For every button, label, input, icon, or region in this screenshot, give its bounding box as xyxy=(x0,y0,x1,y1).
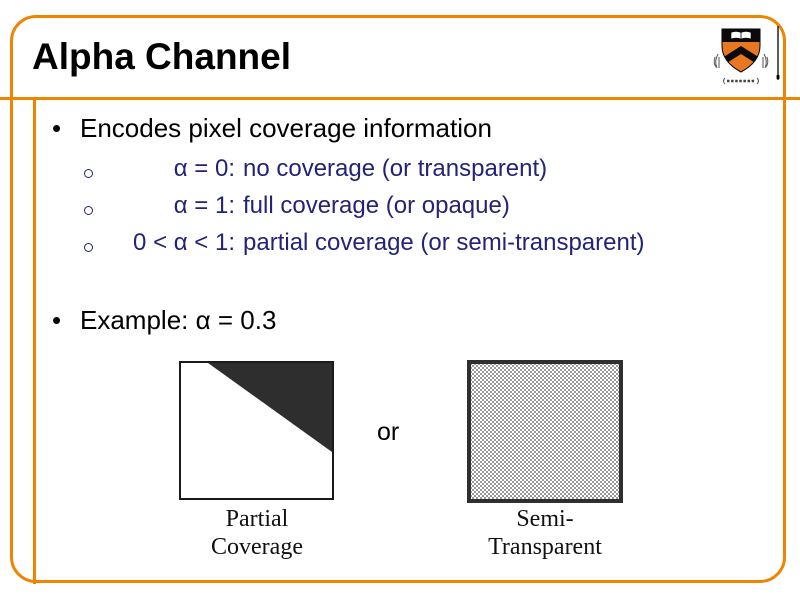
bullet-example: • Example: α = 0.3 xyxy=(52,305,277,336)
circle-bullet-icon xyxy=(84,243,93,252)
sub-bullet-alpha-0: α = 0: no coverage (or transparent) xyxy=(0,155,760,192)
circle-bullet-icon xyxy=(84,206,93,215)
coverage-triangle xyxy=(208,363,332,452)
bullet-encodes-text: Encodes pixel coverage information xyxy=(80,113,492,143)
sub-bullet-list: α = 0: no coverage (or transparent) α = … xyxy=(0,155,760,266)
or-label: or xyxy=(377,418,400,446)
slide-border xyxy=(10,15,786,583)
princeton-shield-icon xyxy=(706,22,784,88)
sub-bullet-alpha-partial: 0 < α < 1: partial coverage (or semi-tra… xyxy=(0,229,760,266)
alpha-partial-label: 0 < α < 1: xyxy=(133,229,235,256)
content-left-rule xyxy=(33,99,36,584)
caption-line: Transparent xyxy=(488,534,602,560)
sub-bullet-alpha-1: α = 1: full coverage (or opaque) xyxy=(0,192,760,229)
caption-line: Partial xyxy=(225,506,289,532)
alpha-1-label: α = 1: xyxy=(173,192,235,219)
bullet-dot: • xyxy=(52,305,62,335)
alpha-0-desc: no coverage (or transparent) xyxy=(243,155,548,182)
alpha-1-desc: full coverage (or opaque) xyxy=(243,192,510,219)
semi-transparent-caption: Semi- Transparent xyxy=(465,505,625,561)
partial-coverage-caption: Partial Coverage xyxy=(177,505,337,561)
alpha-0-label: α = 0: xyxy=(173,155,235,182)
caption-line: Semi- xyxy=(516,506,574,532)
alpha-partial-desc: partial coverage (or semi-transparent) xyxy=(243,229,645,256)
bullet-example-text: Example: α = 0.3 xyxy=(80,305,277,335)
slide-title: Alpha Channel xyxy=(32,36,292,77)
caption-line: Coverage xyxy=(211,534,303,560)
circle-bullet-icon xyxy=(84,169,93,178)
partial-coverage-figure xyxy=(179,361,334,500)
title-separator-line xyxy=(0,97,800,100)
semi-transparent-figure xyxy=(467,360,623,503)
bullet-dot: • xyxy=(52,113,62,143)
bullet-encodes: • Encodes pixel coverage information xyxy=(52,113,492,144)
